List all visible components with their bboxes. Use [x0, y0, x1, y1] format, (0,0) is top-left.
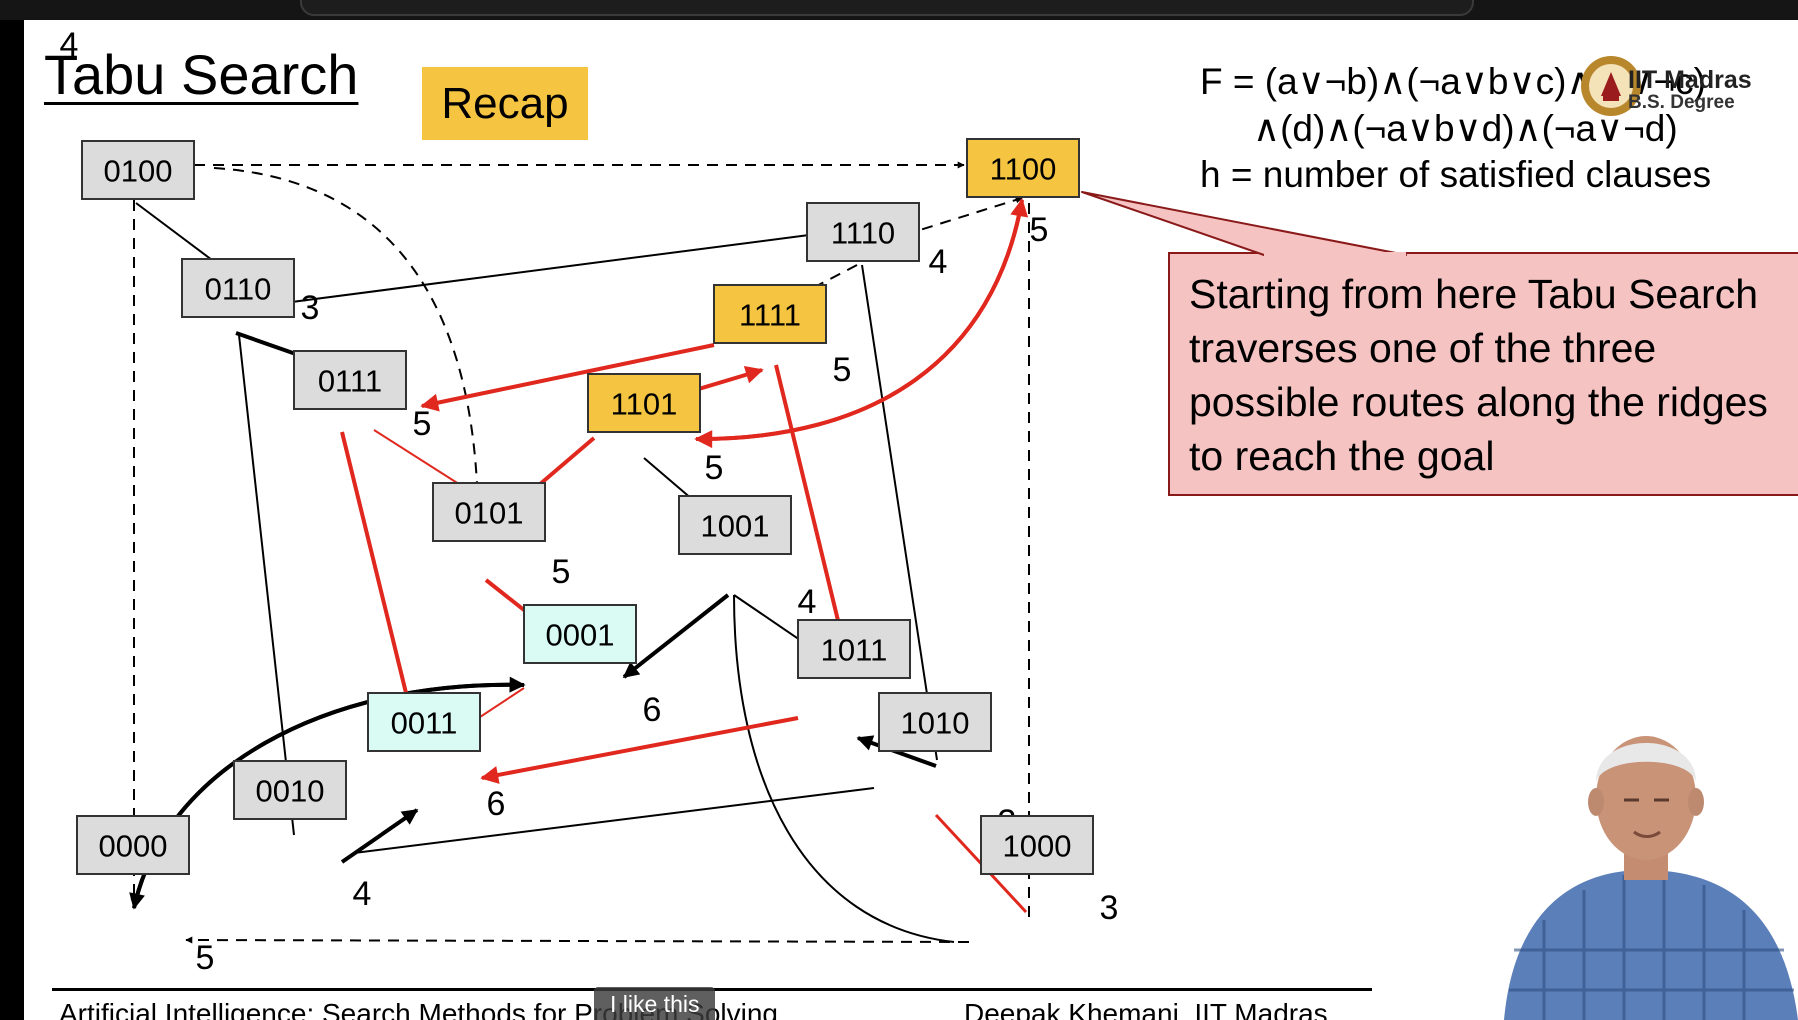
- node-box-1001: [678, 495, 792, 555]
- node-1010: 10103: [878, 692, 1016, 841]
- nodes-layer: 0100 4 1100 5 1110 4 0110 3 1111 5 0111 5 1101 5 0101 5…: [60, 26, 1119, 977]
- node-h-value-0011: 6: [487, 785, 506, 823]
- ridge-edges: [340, 198, 1029, 914]
- arrow-1001-0001: [622, 593, 730, 679]
- node-label-0110: 0110: [205, 272, 272, 307]
- node-label-0011: 0011: [391, 706, 458, 741]
- edge-0100-0101: [213, 167, 482, 511]
- edge-1110-1100: [903, 196, 1023, 236]
- ridge-1011-0011: [480, 716, 799, 784]
- node-1001: 1001 4: [678, 495, 817, 621]
- node-box-0001: [523, 604, 637, 664]
- ridge-1101-1100: [695, 198, 1029, 442]
- edge-1000-0000: [185, 936, 970, 944]
- node-0100: 0100 4: [60, 26, 195, 200]
- node-label-1000: 1000: [1003, 829, 1072, 864]
- node-box-0110: [181, 258, 295, 318]
- node-box-0010: [233, 760, 347, 820]
- logo-text-degree: B.S. Degree: [1628, 92, 1735, 113]
- edge-1110-1010: [861, 264, 938, 761]
- recap-badge: Recap: [422, 67, 588, 140]
- node-1111: 1111 5: [713, 284, 852, 389]
- node-label-0101: 0101: [455, 496, 524, 531]
- node-1110: 1110 4: [806, 202, 948, 281]
- callout-text: Starting from here Tabu Search traverses…: [1189, 271, 1768, 479]
- edge-0110-1110: [283, 234, 810, 304]
- hypercube-diagram: 0100 4 1100 5 1110 4 0110 3 1111 5 0111 5 1101 5 0101 5…: [60, 26, 1798, 977]
- callout-pointer: [1081, 191, 1407, 256]
- footer-author: Deepak Khemani, IIT Madras: [964, 998, 1328, 1020]
- node-0011: 0011 6: [367, 692, 506, 823]
- node-1101: 1101 5: [587, 373, 724, 487]
- node-box-0111: [293, 350, 407, 410]
- node-box-0000: [76, 815, 190, 875]
- node-h-value-1111: 5: [833, 351, 852, 389]
- node-label-1011: 1011: [821, 633, 888, 668]
- node-0000: 0000 5: [76, 815, 215, 977]
- edge-1001-1000: [733, 594, 955, 943]
- slide-title: Tabu Search: [44, 43, 359, 106]
- slide: 0100 4 1100 5 1110 4 0110 3 1111 5 0111 5 1101 5 0101 5…: [24, 20, 1798, 1020]
- node-label-0111: 0111: [318, 364, 382, 399]
- node-h-value-1110: 4: [929, 243, 948, 281]
- node-label-1110: 1110: [831, 216, 895, 251]
- node-label-1111: 1111: [739, 298, 801, 333]
- node-label-0000: 0000: [99, 829, 168, 864]
- presenter-image: [1504, 736, 1798, 1020]
- callout-box: [1168, 252, 1798, 496]
- node-0101: 0101 5: [432, 482, 571, 591]
- node-1100: 1100 5: [966, 138, 1080, 249]
- node-0001: 0001 6: [523, 604, 662, 729]
- node-label-1100: 1100: [990, 152, 1057, 187]
- node-h-value-0111: 5: [413, 405, 432, 443]
- node-h-value-1101: 5: [705, 449, 724, 487]
- node-label-0100: 0100: [104, 154, 173, 189]
- node-h-value-0110: 3: [301, 289, 320, 327]
- formula-line-3: h = number of satisfied clauses: [1200, 154, 1712, 195]
- progress-track[interactable]: [300, 0, 1474, 16]
- node-box-1000: [980, 815, 1094, 875]
- edge-0010-1010: [353, 787, 875, 854]
- node-h-value-0001: 6: [643, 691, 662, 729]
- node-1000: 1000 3: [980, 815, 1119, 927]
- node-box-0011: [367, 692, 481, 752]
- node-label-1010: 1010: [901, 706, 970, 741]
- node-box-1101: [587, 373, 701, 433]
- node-label-0001: 0001: [546, 618, 615, 653]
- node-h-value-0010: 4: [353, 875, 372, 913]
- node-h-value-0100: 4: [60, 26, 79, 64]
- node-box-0101: [432, 482, 546, 542]
- edge-0110-0010: [238, 334, 295, 836]
- node-0110: 0110 3: [181, 258, 320, 327]
- node-0010: 0010 4: [233, 760, 372, 913]
- node-box-0100: [81, 140, 195, 200]
- node-box-1111: [713, 284, 827, 344]
- node-h-value-1100: 5: [1030, 211, 1049, 249]
- video-caption: I like this: [594, 987, 716, 1020]
- node-label-1001: 1001: [701, 509, 770, 544]
- arrow-0010-0011: [340, 808, 419, 864]
- node-h-value-1000: 3: [1100, 889, 1119, 927]
- ridge-1111-0111: [420, 343, 715, 412]
- node-box-1011: [797, 619, 911, 679]
- node-box-1110: [806, 202, 920, 262]
- node-h-value-0101: 5: [552, 553, 571, 591]
- video-top-bar: [0, 0, 1798, 20]
- node-box-1100: [966, 138, 1080, 198]
- node-h-value-1001: 4: [798, 583, 817, 621]
- node-0111: 0111 5: [293, 350, 432, 443]
- node-h-value-0000: 5: [196, 939, 215, 977]
- node-label-1101: 1101: [611, 387, 678, 422]
- iitm-logo: [1581, 56, 1641, 116]
- logo-text-institute: IIT Madras: [1628, 66, 1752, 94]
- node-box-1010: [878, 692, 992, 752]
- node-label-0010: 0010: [256, 774, 325, 809]
